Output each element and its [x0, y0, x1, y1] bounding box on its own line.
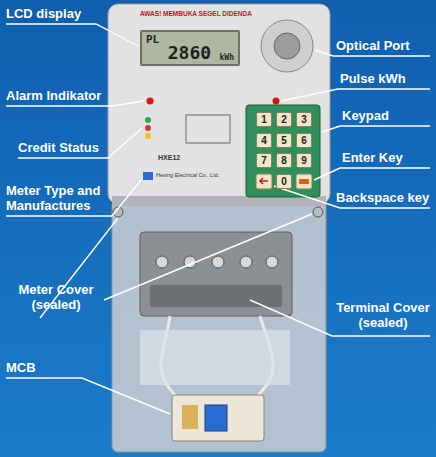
keypad-key: 9 — [296, 153, 312, 168]
key-digit: 1 — [261, 114, 267, 125]
optical-port-core — [274, 33, 300, 59]
callout-label: LCD display — [6, 6, 116, 21]
lcd-reading: 2860 — [168, 44, 211, 62]
mcb-label — [182, 405, 198, 429]
key-digit: 3 — [301, 114, 307, 125]
seal-screw — [313, 207, 323, 217]
keypad-key: 3 — [296, 112, 312, 127]
keypad-key: 5 — [276, 133, 292, 148]
backspace-symbol — [260, 178, 268, 184]
manufacturer-logo — [143, 172, 153, 180]
key-digit: 0 — [281, 176, 287, 187]
key-digit: 5 — [281, 135, 287, 146]
backspace-key — [256, 174, 272, 189]
key-digit: 7 — [261, 155, 267, 166]
lcd-display: PL 2860 kWh — [140, 30, 240, 66]
terminal-bar — [150, 285, 282, 307]
maker-text: Hexing Electrical Co., Ltd. — [156, 172, 236, 180]
callout-label: Optical Port — [336, 38, 432, 53]
circuit-symbol — [186, 115, 230, 143]
lcd-reading: PL — [146, 34, 159, 45]
credit-led — [145, 117, 151, 123]
callout-label: Keypad — [342, 108, 432, 123]
keypad-board — [246, 105, 320, 197]
alarm-led — [147, 98, 154, 105]
callout-label: Terminal Cover (sealed) — [334, 300, 432, 330]
callout-label: Enter Key — [342, 150, 432, 165]
enter-key — [296, 174, 312, 189]
keypad-key: 8 — [276, 153, 292, 168]
callout-label: Credit Status — [18, 140, 118, 155]
keypad-key: 2 — [276, 112, 292, 127]
keypad-key: 1 — [256, 112, 272, 127]
optical-port — [261, 20, 313, 72]
key-digit: 2 — [281, 114, 287, 125]
keypad-key: 0 — [276, 174, 292, 189]
pulse-led — [273, 98, 280, 105]
key-digit: 4 — [261, 135, 267, 146]
mcb — [172, 395, 264, 441]
cable-bag — [140, 330, 290, 385]
key-digit: 9 — [301, 155, 307, 166]
callout-label: Meter Cover (sealed) — [6, 282, 106, 312]
model-text: HXE12 — [158, 153, 198, 162]
key-digit: 8 — [281, 155, 287, 166]
mcb-switch — [205, 405, 227, 431]
warning-text: AWAS! MEMBUKA SEGEL DIDENDA — [140, 10, 280, 19]
callout-label: Pulse kWh — [340, 71, 432, 86]
credit-led — [145, 125, 151, 131]
terminal-block — [140, 232, 292, 316]
callout-label: Backspace key — [336, 190, 434, 205]
keypad-key: 7 — [256, 153, 272, 168]
meter-body — [108, 4, 330, 204]
lcd-reading: kWh — [220, 54, 234, 62]
credit-led — [145, 133, 151, 139]
meter-cover — [112, 200, 326, 452]
keypad-key: 4 — [256, 133, 272, 148]
terminal-screws — [156, 256, 278, 268]
enter-symbol — [299, 179, 309, 184]
key-digit: 6 — [301, 135, 307, 146]
callout-label: Meter Type and Manufactures — [6, 183, 118, 213]
callout-label: Alarm Indikator — [6, 88, 118, 103]
callout-label: MCB — [6, 360, 66, 375]
keypad-key: 6 — [296, 133, 312, 148]
